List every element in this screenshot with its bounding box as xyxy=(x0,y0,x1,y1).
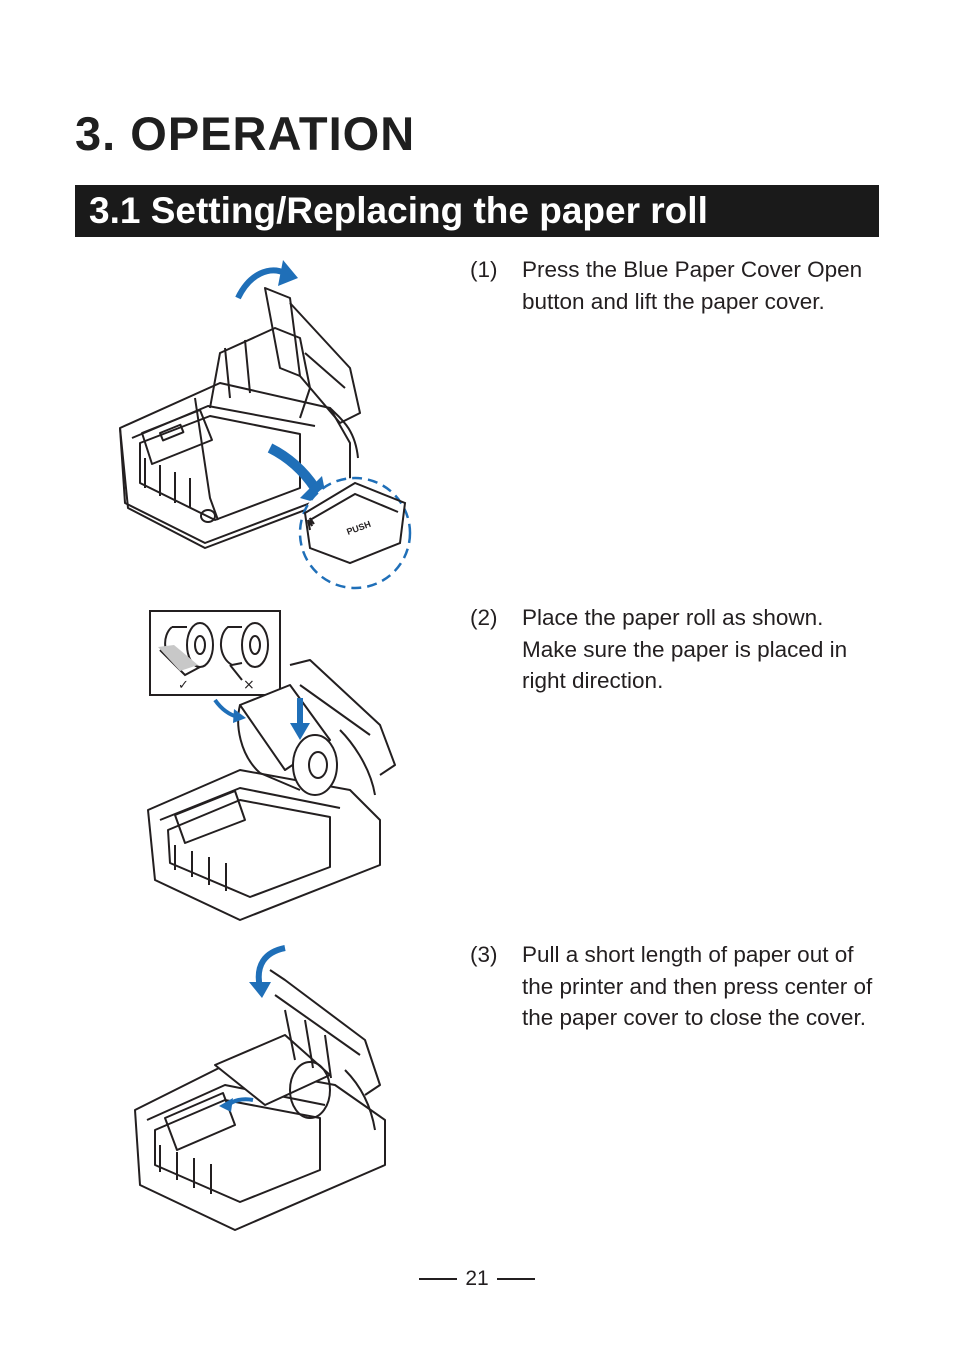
step-number: (2) xyxy=(470,605,498,630)
page-number: 21 xyxy=(465,1267,489,1290)
step-number: (3) xyxy=(470,942,498,967)
step-text: Pull a short length of paper out of the … xyxy=(522,942,873,1030)
chapter-title: 3. OPERATION xyxy=(75,107,416,160)
step-number: (1) xyxy=(470,257,498,282)
printer-open-cover-illustration: PUSH xyxy=(119,260,412,590)
printer-close-cover-illustration xyxy=(134,945,386,1231)
page-footer: 21 xyxy=(0,1264,954,1294)
step-text: Press the Blue Paper Cover Open button a… xyxy=(522,257,863,314)
correct-mark: ✓ xyxy=(178,678,189,693)
wrong-mark: × xyxy=(243,677,255,693)
printer-place-roll-illustration: ✓ × xyxy=(147,610,396,921)
footer-rule-right xyxy=(496,1278,535,1281)
section-title: 3.1 Setting/Replacing the paper roll xyxy=(75,185,879,237)
footer-rule-left xyxy=(419,1278,458,1281)
step-text: Place the paper roll as shown. Make sure… xyxy=(522,605,848,693)
